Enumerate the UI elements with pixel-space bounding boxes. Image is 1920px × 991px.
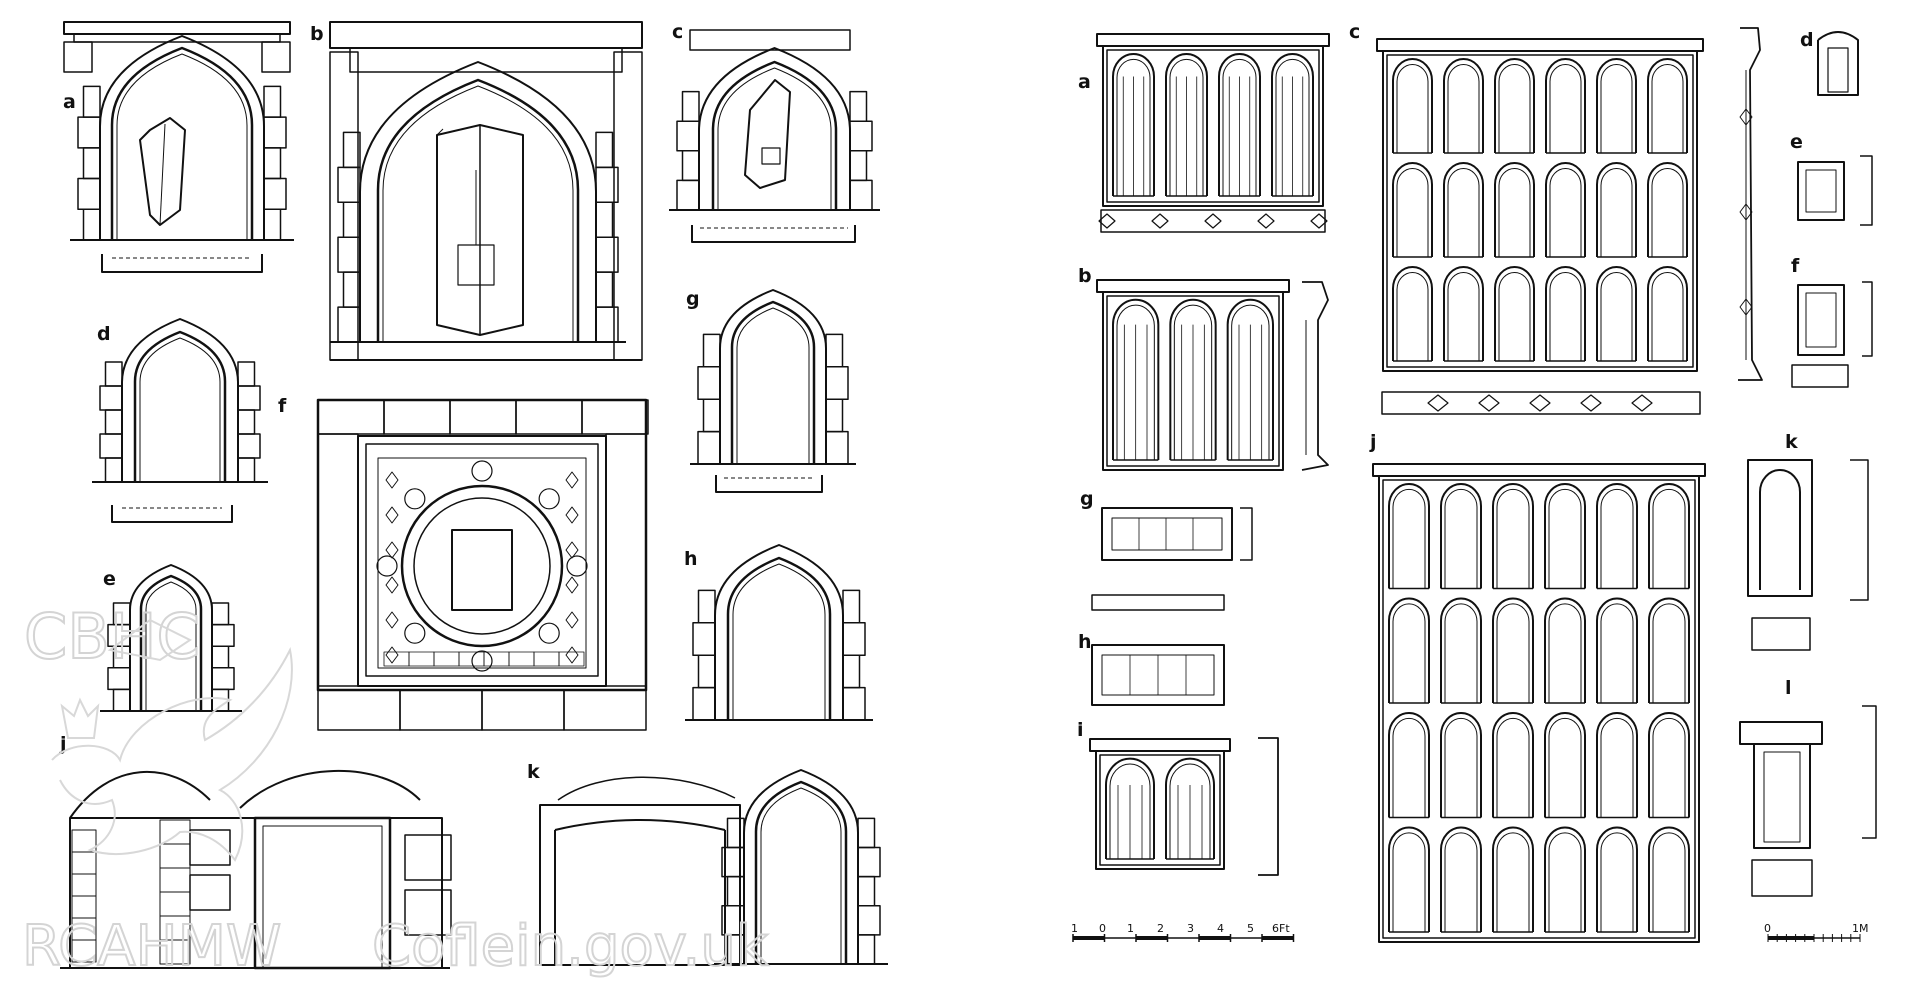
window-label-l: l bbox=[1785, 677, 1792, 699]
scale-tick-label: 4 bbox=[1217, 922, 1224, 935]
doorway-a bbox=[63, 21, 294, 273]
doorway-label-f: f bbox=[278, 395, 287, 417]
window-label-i: i bbox=[1077, 719, 1084, 741]
doorway-e bbox=[100, 564, 242, 712]
window-j bbox=[1372, 463, 1706, 943]
ruined-range-j bbox=[60, 769, 452, 970]
coflein-footer-text: Coflein.gov.uk bbox=[372, 914, 769, 979]
doorway-label-b: b bbox=[310, 23, 324, 45]
window-b bbox=[1096, 279, 1290, 471]
doorway-b bbox=[329, 21, 643, 361]
window-label-d: d bbox=[1800, 29, 1814, 51]
scale-bar-metric: 0 1M bbox=[1764, 922, 1869, 935]
window-label-j: j bbox=[1369, 431, 1377, 453]
window-h bbox=[1091, 594, 1225, 706]
doorway-g bbox=[690, 289, 856, 493]
window-b-section bbox=[1301, 281, 1329, 471]
window-e bbox=[1797, 155, 1873, 226]
scale-tick-label: 3 bbox=[1187, 922, 1194, 935]
window-label-k: k bbox=[1785, 431, 1798, 453]
doorway-label-c: c bbox=[672, 21, 683, 43]
rcahmw-watermark: CBHC RCAHMW Coflein.gov.uk bbox=[21, 599, 770, 980]
welsh-dragon-logo-icon bbox=[51, 618, 293, 862]
scale-end-label: 1M bbox=[1852, 922, 1869, 935]
scale-tick-label: 0 bbox=[1099, 922, 1106, 935]
window-label-f: f bbox=[1791, 255, 1800, 277]
scale-bar-feet-ticks bbox=[1072, 934, 1295, 942]
scale-start-label: 0 bbox=[1764, 922, 1771, 935]
window-c bbox=[1376, 38, 1704, 372]
doorway-label-a: a bbox=[63, 91, 76, 113]
window-k bbox=[1747, 459, 1869, 651]
doorway-label-j: j bbox=[59, 733, 67, 755]
fireplace-f bbox=[316, 398, 649, 731]
scale-bar-feet: 1 0 1 2 3 4 5 6Ft bbox=[1071, 922, 1290, 935]
rcahmw-footer-text: RCAHMW bbox=[22, 914, 281, 979]
window-c-section bbox=[1738, 27, 1763, 381]
doorway-k bbox=[539, 776, 741, 966]
scale-tick-label: 1 bbox=[1127, 922, 1134, 935]
doorway-h bbox=[685, 544, 873, 721]
window-g bbox=[1101, 507, 1253, 561]
doorway-label-g: g bbox=[686, 288, 700, 310]
window-i-section bbox=[1258, 737, 1279, 876]
doorway-label-k: k bbox=[527, 761, 540, 783]
doorway-label-d: d bbox=[97, 323, 111, 345]
doorway-c bbox=[669, 29, 880, 243]
scale-tick-label: 1 bbox=[1071, 922, 1078, 935]
window-label-h: h bbox=[1078, 631, 1092, 653]
doorway-label-h: h bbox=[684, 548, 698, 570]
window-label-c: c bbox=[1349, 21, 1360, 43]
window-f bbox=[1791, 281, 1873, 388]
scale-tick-label: 2 bbox=[1157, 922, 1164, 935]
cbhc-logo-text: CBHC bbox=[24, 600, 200, 673]
doorway-k-arch bbox=[714, 769, 888, 965]
scale-tick-label: 6Ft bbox=[1272, 922, 1290, 935]
window-i bbox=[1089, 738, 1231, 870]
window-label-b: b bbox=[1078, 265, 1092, 287]
window-label-e: e bbox=[1790, 131, 1803, 153]
window-a bbox=[1096, 33, 1330, 233]
window-d bbox=[1817, 31, 1859, 96]
scale-bar-metric-ticks bbox=[1767, 934, 1861, 942]
doorway-label-e: e bbox=[103, 568, 116, 590]
window-label-a: a bbox=[1078, 71, 1091, 93]
doorway-d bbox=[92, 318, 268, 523]
window-l bbox=[1739, 705, 1877, 897]
window-label-g: g bbox=[1080, 488, 1094, 510]
window-c-sill bbox=[1381, 391, 1701, 415]
scale-tick-label: 5 bbox=[1247, 922, 1254, 935]
